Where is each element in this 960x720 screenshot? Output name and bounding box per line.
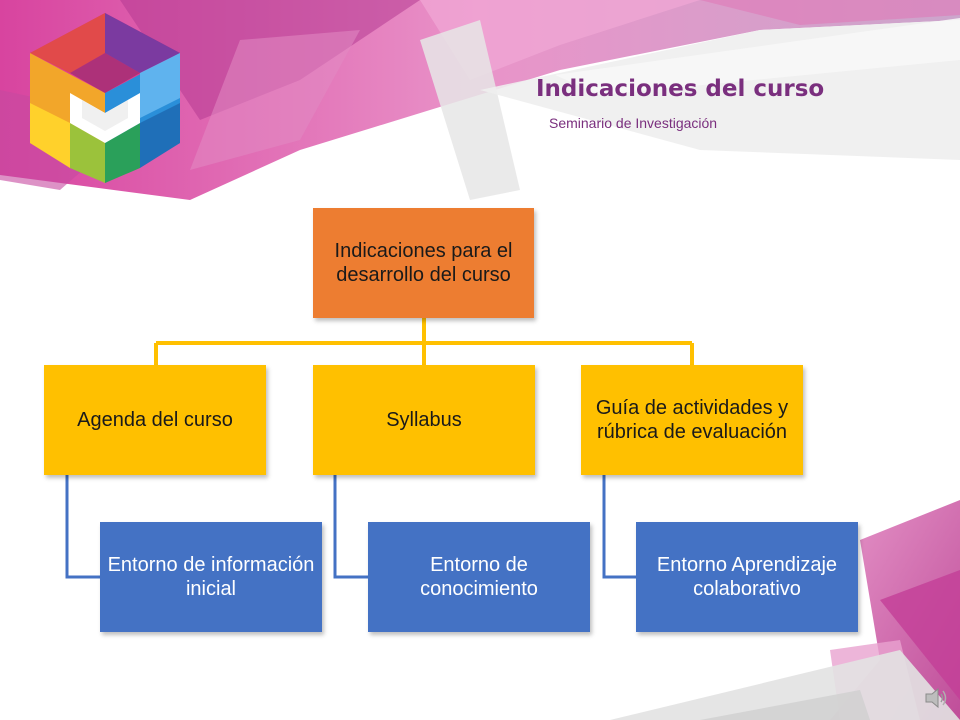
node-guia: Guía de actividades y rúbrica de evaluac… — [581, 365, 803, 475]
node-entorno-conocimiento-label: Entorno de conocimiento — [420, 554, 538, 600]
node-root-label: Indicaciones para el desarrollo del curs… — [334, 240, 513, 286]
connector-root-to-branches — [154, 318, 694, 365]
node-entorno-conocimiento: Entorno de conocimiento — [368, 522, 590, 632]
node-syllabus-label: Syllabus — [386, 409, 462, 431]
node-agenda-label: Agenda del curso — [77, 409, 233, 431]
connector-branches-to-leaves — [65, 475, 636, 579]
node-guia-label: Guía de actividades y rúbrica de evaluac… — [595, 397, 789, 443]
page-title: Indicaciones del curso — [536, 76, 825, 102]
speaker-icon[interactable] — [924, 686, 950, 710]
connector-leaf-1 — [65, 475, 100, 579]
node-entorno-colaborativo: Entorno Aprendizaje colaborativo — [636, 522, 858, 632]
node-entorno-informacion: Entorno de información inicial — [100, 522, 322, 632]
page-subtitle: Seminario de Investigación — [549, 115, 718, 131]
node-entorno-colaborativo-label: Entorno Aprendizaje colaborativo — [656, 554, 838, 600]
node-syllabus: Syllabus — [313, 365, 535, 475]
node-entorno-informacion-label: Entorno de información inicial — [107, 554, 315, 600]
node-agenda: Agenda del curso — [44, 365, 266, 475]
connector-leaf-3 — [602, 475, 636, 579]
node-root: Indicaciones para el desarrollo del curs… — [313, 208, 534, 318]
cube-logo-icon — [30, 13, 180, 183]
connector-leaf-2 — [333, 475, 368, 579]
